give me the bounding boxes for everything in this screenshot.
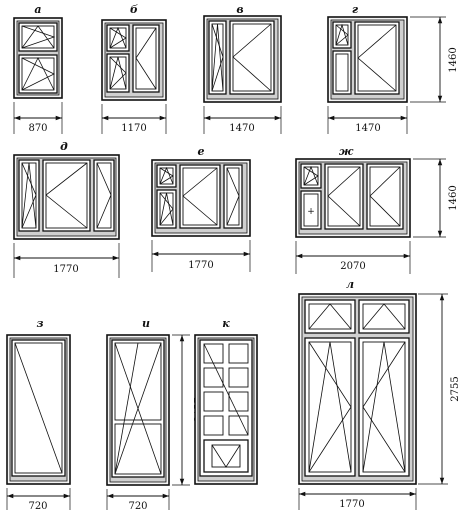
label-b: б — [130, 3, 138, 16]
door-i: и — [106, 317, 170, 486]
dim-i-width-value: 720 — [128, 501, 147, 512]
window-d: д — [13, 140, 120, 240]
dim-d: 1770 — [13, 243, 120, 278]
dim-zh-height-value: 1460 — [448, 185, 459, 210]
dim-g-width: 1470 — [327, 106, 408, 134]
dim-z: 720 — [6, 488, 71, 512]
window-zh: ж + — [295, 145, 411, 238]
dim-a: 870 — [13, 102, 63, 134]
label-k: к — [222, 317, 230, 330]
label-l: л — [346, 278, 354, 291]
window-e: е — [151, 145, 251, 237]
window-b: б — [101, 3, 167, 101]
window-g: г — [327, 3, 408, 103]
dim-v: 1470 — [203, 106, 282, 134]
dim-g-height: 1460 — [410, 16, 459, 103]
label-i: и — [142, 317, 150, 330]
dim-l-height-value: 2755 — [450, 376, 461, 401]
dim-z-value: 720 — [28, 501, 47, 512]
label-e: е — [198, 145, 205, 158]
dim-g-height-value: 1460 — [448, 47, 459, 72]
dim-zh-width-value: 2070 — [340, 261, 365, 272]
dim-i-width: 720 — [106, 489, 170, 512]
plus-mark: + — [307, 207, 315, 217]
dim-a-value: 870 — [28, 123, 47, 134]
label-v: в — [236, 3, 243, 16]
dim-b: 1170 — [101, 104, 167, 134]
label-a: а — [34, 3, 41, 16]
window-v: в — [203, 3, 282, 103]
dim-zh-height: 1460 — [413, 158, 459, 238]
dim-v-value: 1470 — [229, 123, 254, 134]
label-zh: ж — [339, 145, 354, 158]
dim-l-width-value: 1770 — [339, 499, 364, 510]
dim-g-width-value: 1470 — [355, 123, 380, 134]
dim-l-height: 2755 — [418, 293, 461, 485]
label-d: д — [60, 140, 68, 153]
door-k: к — [194, 317, 258, 485]
label-g: г — [352, 3, 359, 16]
dim-e-value: 1770 — [188, 260, 213, 271]
label-z: з — [36, 317, 43, 330]
dim-e: 1770 — [151, 240, 251, 272]
door-z: з — [6, 317, 71, 485]
dim-zh-width: 2070 — [295, 241, 411, 274]
window-l: л — [298, 278, 417, 485]
dim-b-value: 1170 — [121, 123, 146, 134]
dim-l-width: 1770 — [298, 488, 417, 510]
window-a: а — [13, 3, 63, 99]
dim-d-value: 1770 — [53, 264, 78, 275]
